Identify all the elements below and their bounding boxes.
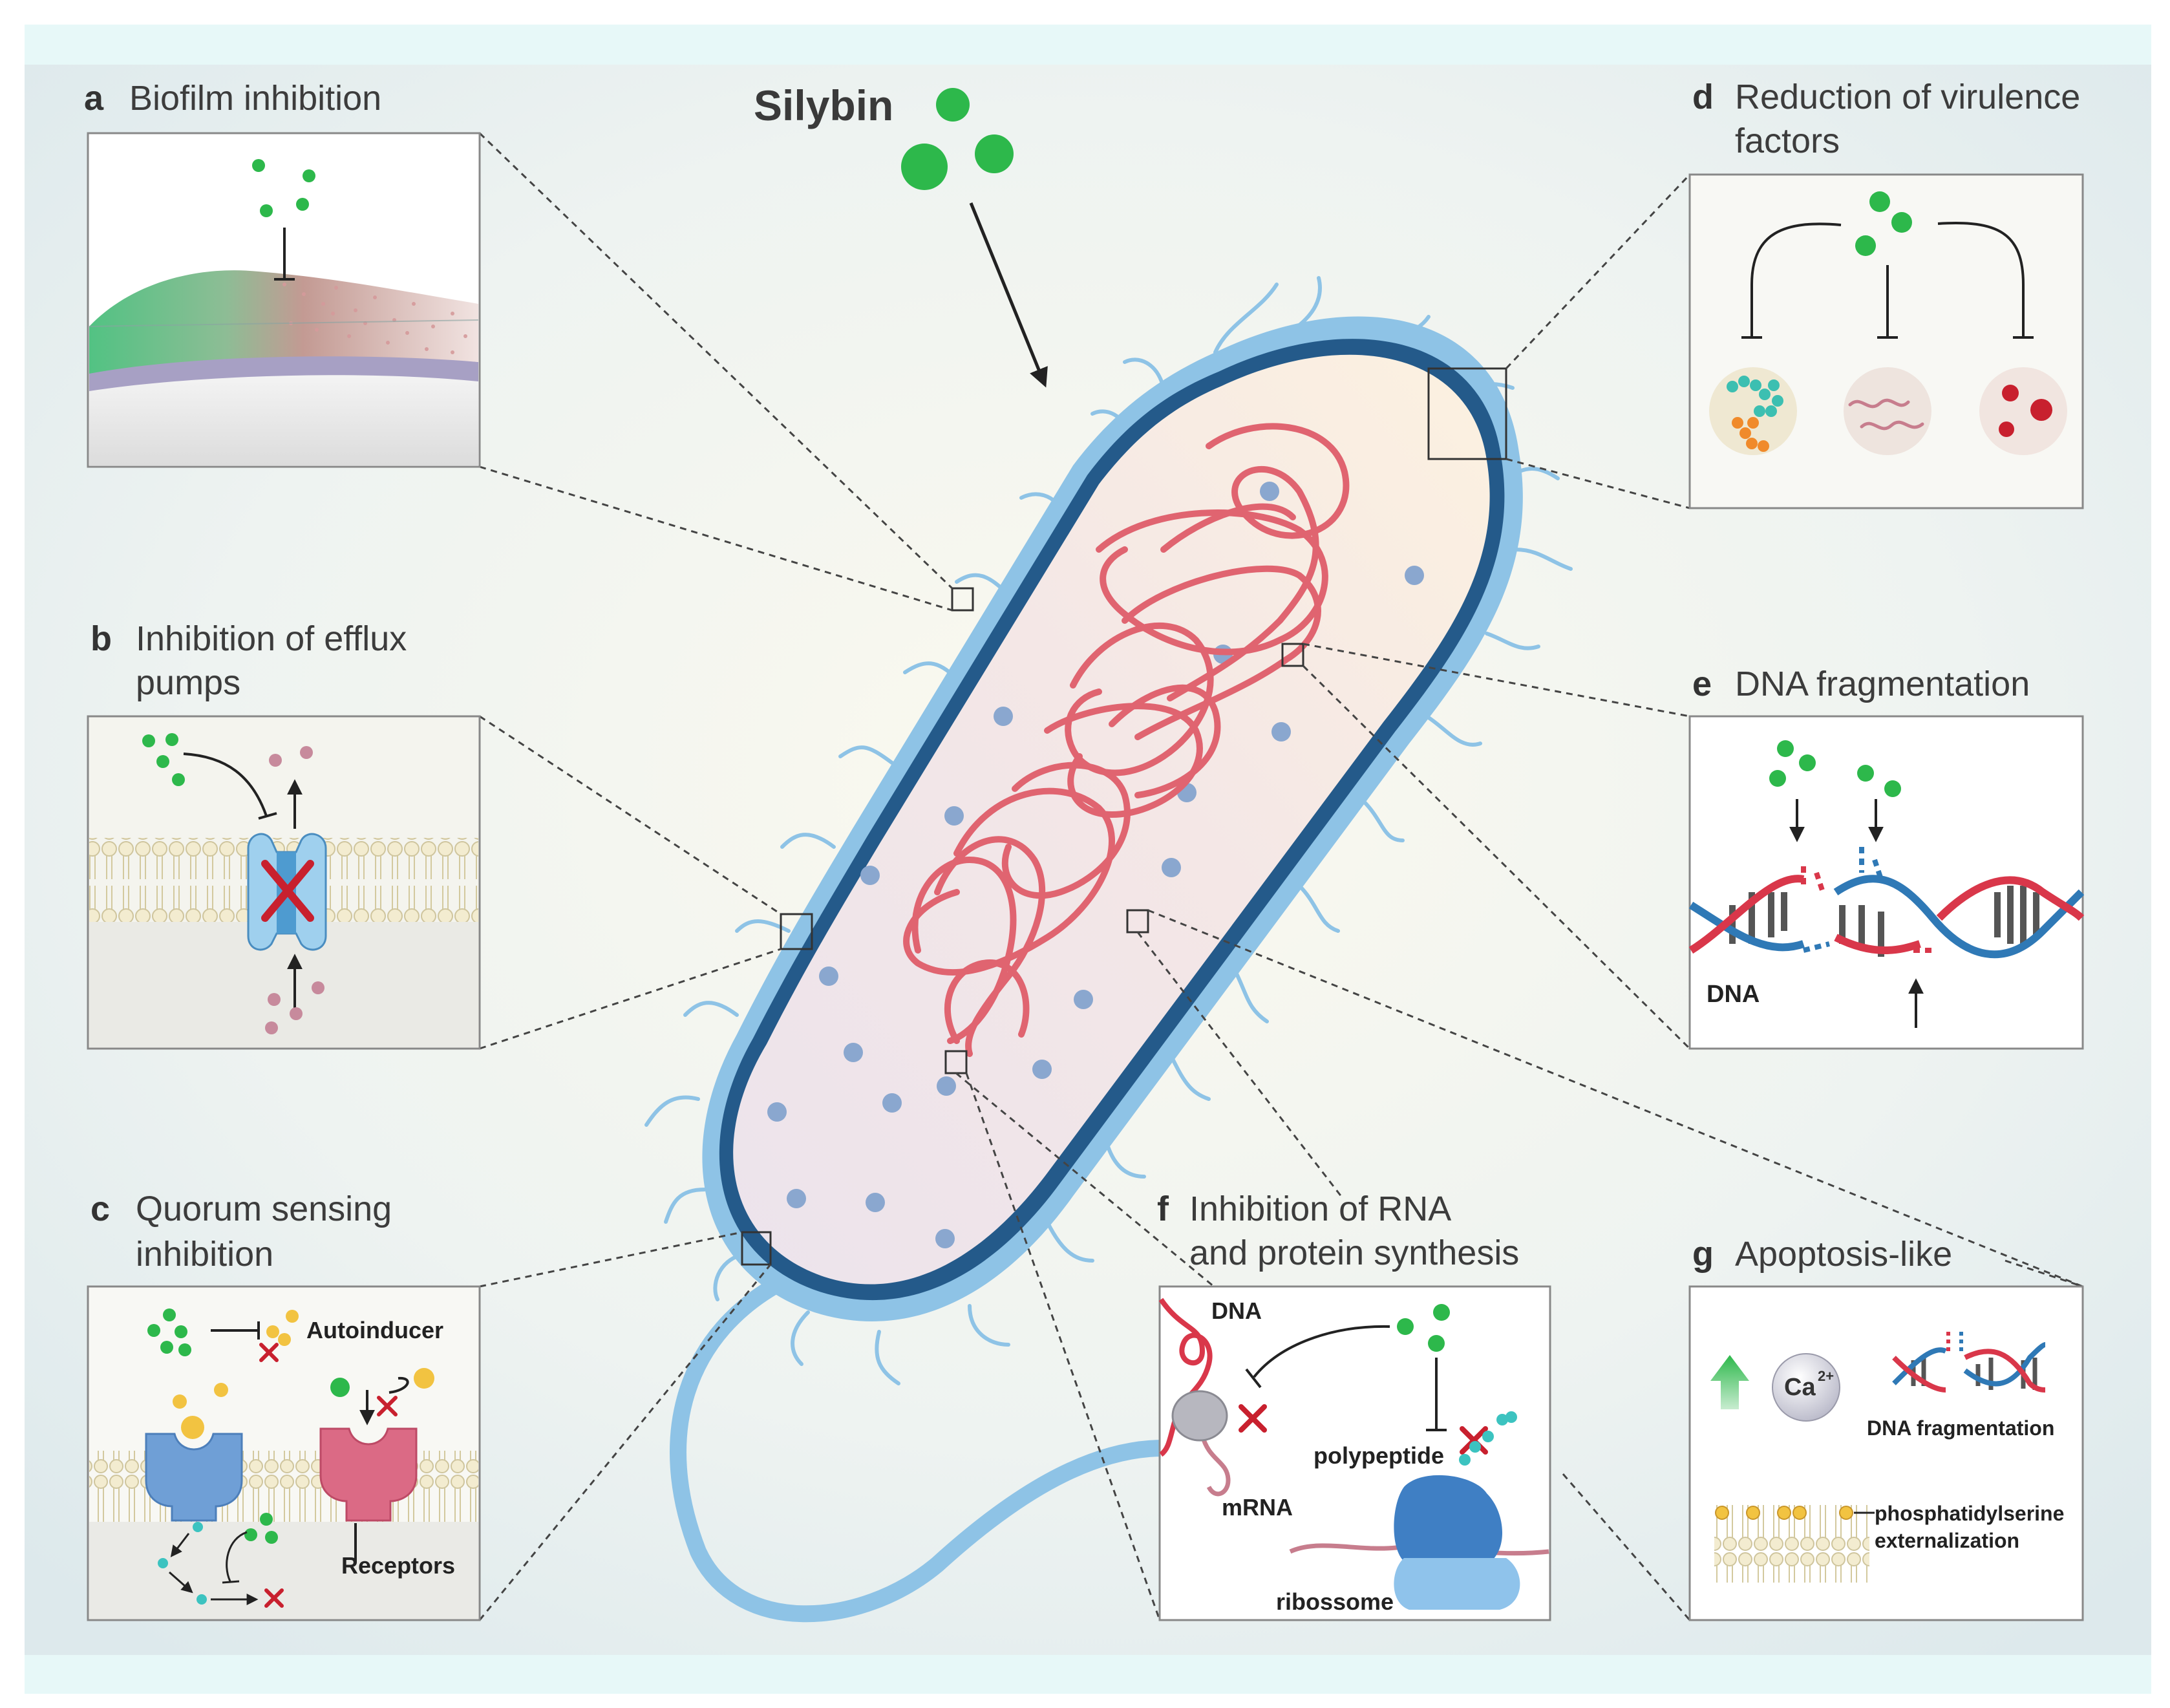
panel-d-title-1: Reduction of virulence [1735,78,2080,116]
dna-fragmentation-label: DNA fragmentation [1867,1416,2054,1440]
connector-lines [478,132,2083,1621]
panel-b-title-2: pumps [136,663,240,702]
zoom-boxes [741,367,1507,1266]
receptor-blue-icon [145,1433,243,1522]
phosphatidylserine-heads [1715,1506,1853,1520]
panel-a: a Biofilm inhibition [84,79,481,468]
silybin-callout: Silybin [754,81,1048,388]
receptors-label: Receptors [341,1552,455,1579]
mrna-label: mRNA [1222,1494,1293,1521]
panel-d-letter: d [1692,78,1714,116]
panel-c: c Quorum sensing inhibition Autoinducer … [87,1190,481,1621]
panel-c-title-2: inhibition [136,1235,273,1274]
silybin-molecule-icon [901,144,948,190]
silybin-arrow [969,202,1048,388]
increase-arrow-icon [1710,1355,1749,1409]
panel-f: f Inhibition of RNA and protein synthesi… [1157,1190,1551,1621]
ribosome-large-subunit [1394,1475,1503,1564]
dna-label-e: DNA [1707,981,1760,1008]
silybin-dots-d [1855,191,1912,256]
silybin-molecule-icon [936,88,970,122]
silybin-dots-a [252,159,315,217]
inhibition-x-c [259,1343,398,1608]
panel-d-title-2: factors [1735,122,1840,160]
substrate-edge [89,354,478,391]
panel-b-letter: b [90,619,112,658]
inhibition-branches-d [1741,222,2034,339]
silybin-label: Silybin [754,81,893,129]
silybin-dots-f [1397,1304,1450,1352]
silybin-dots-e [1769,740,1901,797]
silybin-dots-b [142,733,185,786]
bacterium [644,276,1573,1623]
flagellum [670,1272,1172,1623]
panel-b: b Inhibition of efflux pumps [87,619,481,1050]
panel-e-title: DNA fragmentation [1735,665,2030,703]
inhibition-x-f [1239,1404,1488,1455]
dna-label-f: DNA [1211,1297,1262,1324]
autoinducer-label: Autoinducer [306,1317,443,1343]
ribosome-label: ribossome [1276,1588,1394,1615]
panel-g: g Apoptosis-like Ca 2+ DNA fragmentation… [1688,1235,2084,1621]
panel-e-letter: e [1692,665,1712,703]
calcium-label: Ca [1784,1374,1816,1401]
signal-dots-c [158,1522,207,1605]
efflux-pump-icon [247,833,327,951]
polypeptide-label: polypeptide [1314,1442,1444,1469]
panel-a-letter: a [84,79,104,118]
polypeptide-chain [1459,1411,1517,1466]
panel-e: e DNA fragmentation [1688,665,2085,1050]
ps-label-2: externalization [1875,1529,2019,1552]
panel-f-letter: f [1157,1190,1169,1228]
panel-g-title: Apoptosis-like [1735,1235,1952,1274]
panel-d: d Reduction of virulence factors [1688,78,2084,509]
receptor-red-icon [319,1427,418,1522]
silybin-dots-c [147,1308,350,1544]
ribosome-dots [767,482,1424,1248]
mrna-strand [1200,1435,1231,1497]
calcium-ion-icon [1772,1353,1840,1422]
ps-label-1: phosphatidylserine [1875,1502,2064,1525]
virulence-enzyme-icon [1844,367,1931,455]
calcium-charge: 2+ [1818,1368,1834,1384]
panel-c-title-1: Quorum sensing [136,1190,392,1228]
biofilm-mass [89,270,478,374]
panel-f-title-1: Inhibition of RNA [1189,1190,1451,1228]
panel-b-title-1: Inhibition of efflux [136,619,407,658]
silybin-molecule-icon [975,134,1014,173]
panel-g-letter: g [1692,1235,1714,1274]
rna-polymerase-icon [1171,1390,1228,1442]
ribosome-small-subunit [1394,1558,1520,1610]
substrate-dots-b [265,746,324,1034]
panel-c-letter: c [90,1190,110,1228]
fragmented-dna-icon [1892,1332,2046,1393]
panel-d-box [1688,173,2084,509]
dna-strand-red [1688,875,2085,954]
panel-f-title-2: and protein synthesis [1189,1233,1519,1272]
nucleoid-dna [903,423,1350,1057]
dna-strand-blue [1688,875,2085,959]
substrate-surface [89,365,478,465]
virulence-factor-icon [1979,367,2067,455]
panel-a-title: Biofilm inhibition [129,79,381,118]
